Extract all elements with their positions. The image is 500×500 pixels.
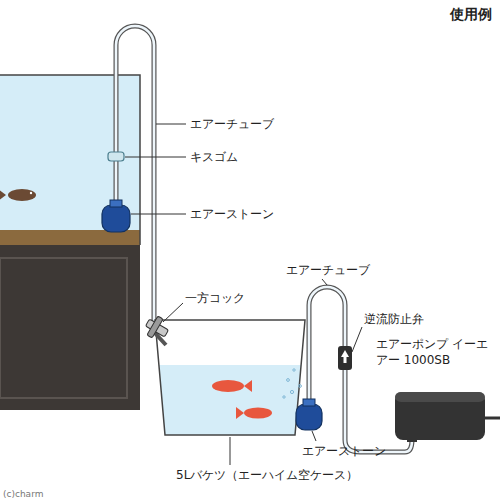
kiss-rubber <box>108 152 124 161</box>
bucket-airstone <box>296 399 322 430</box>
part-label: エアーストーン <box>190 206 274 222</box>
part-label: エアーストーン <box>302 443 386 459</box>
check-valve <box>338 346 352 370</box>
part-label: 逆流防止弁 <box>364 311 424 327</box>
part-label: エアーチューブ <box>286 262 370 278</box>
part-label: 5Lバケツ（エーハイム空ケース） <box>176 467 358 483</box>
leader-lines <box>125 124 362 465</box>
part-label: キスゴム <box>190 149 238 165</box>
part-label: エアーチューブ <box>190 116 274 132</box>
tank-frame <box>0 75 140 245</box>
bucket-fish <box>212 380 272 419</box>
air-tube <box>116 26 154 322</box>
tank-stand <box>0 245 140 410</box>
bucket <box>155 320 305 435</box>
tank-airstone <box>102 200 130 232</box>
bucket-water <box>159 365 301 435</box>
air-tube-outer <box>116 26 154 322</box>
diagram-title: 使用例 <box>450 6 492 22</box>
part-label: エアーポンプ イーエアー 1000SB <box>376 336 494 368</box>
tank-water <box>0 75 140 230</box>
air-pump <box>395 392 500 442</box>
watermark: (c)charm <box>3 486 43 500</box>
tank-fish <box>0 189 36 201</box>
part-label: 一方コック <box>185 290 245 306</box>
bubbles <box>283 369 302 398</box>
stand-panel <box>0 258 127 398</box>
